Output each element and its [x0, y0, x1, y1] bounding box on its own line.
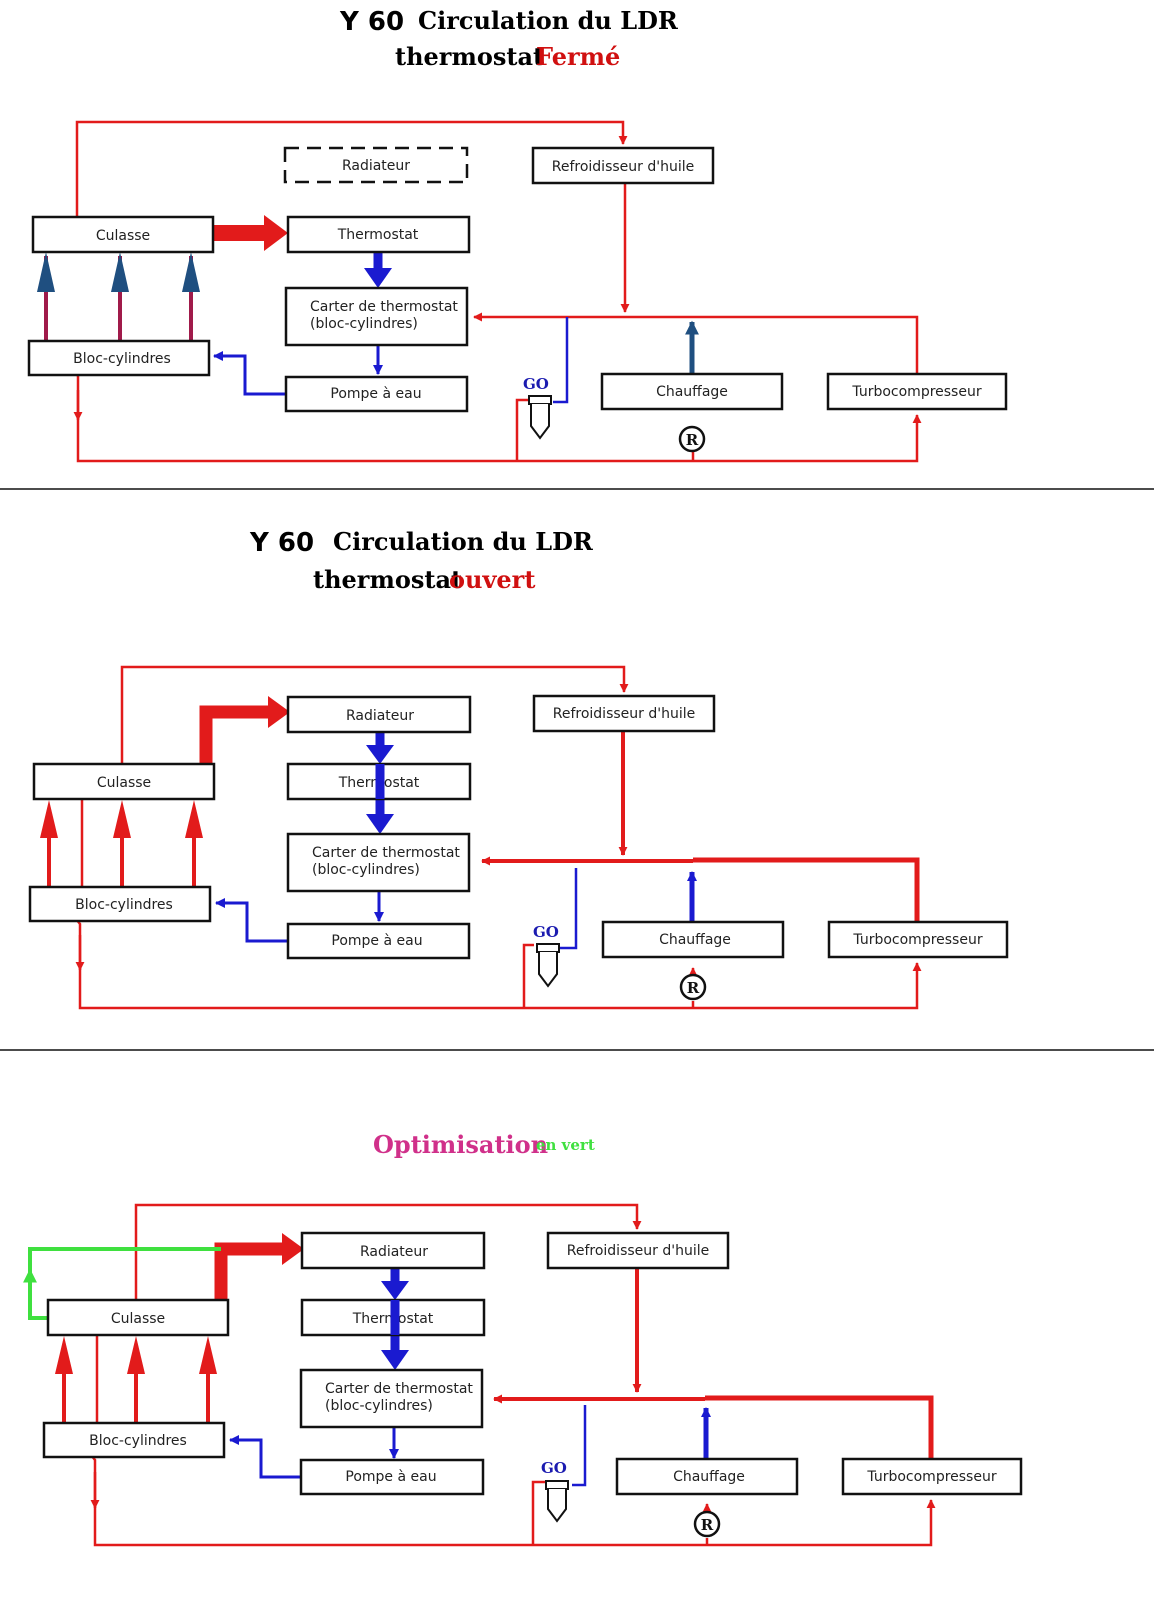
section3-culasse-label: Culasse — [111, 1311, 165, 1327]
section2-subtitle-state: ouvert — [449, 565, 535, 594]
section1-title-code: Y 60 — [339, 7, 404, 37]
section-optimisation: Optimisation en vert — [23, 1130, 1023, 1547]
section1-carter-box — [284, 286, 469, 347]
section3-go-label: GO — [541, 1459, 567, 1477]
section1-culasse-to-thermostat-arrow — [214, 215, 288, 251]
section3-bloc-label: Bloc-cylindres — [89, 1433, 187, 1449]
section1-chauffage-label: Chauffage — [656, 384, 728, 400]
section2-r-label: R — [687, 979, 700, 997]
section1-refroidisseur-box — [531, 146, 715, 185]
section1-thermostat-box — [286, 215, 471, 254]
section3-go-filter-icon: GO — [541, 1459, 569, 1523]
section3-chauffage-label: Chauffage — [673, 1469, 745, 1485]
section2-refroidisseur-box — [532, 694, 716, 733]
section1-culasse-label: Culasse — [96, 228, 150, 244]
section3-refroidisseur-label: Refroidisseur d'huile — [567, 1243, 709, 1259]
section3-bloc-box — [42, 1421, 226, 1459]
section3-culasse-box — [46, 1298, 230, 1337]
section2-r-valve-icon: R — [679, 973, 707, 1001]
section2-carter-label-1: Carter de thermostat — [312, 845, 460, 861]
section1-carter-label-2: (bloc-cylindres) — [310, 316, 418, 332]
section2-turbo-box — [827, 920, 1009, 959]
section3-carter-box — [299, 1368, 484, 1429]
section2-title-main: Circulation du LDR — [333, 527, 594, 556]
section1-pompe-box — [284, 375, 469, 413]
section1-turbo-box — [826, 372, 1008, 411]
section2-pompe-box — [286, 922, 471, 960]
section2-pipes — [40, 665, 922, 1010]
section2-title-code: Y 60 — [249, 528, 314, 558]
section3-carter-label-1: Carter de thermostat — [325, 1381, 473, 1397]
section1-chauffage-box — [600, 372, 784, 411]
section3-turbo-label: Turbocompresseur — [866, 1469, 996, 1485]
section1-refroidisseur-label: Refroidisseur d'huile — [552, 159, 694, 175]
section1-pipes — [37, 120, 922, 463]
section3-radiateur-label: Radiateur — [360, 1244, 428, 1260]
section2-bloc-box — [28, 885, 212, 923]
section2-turbo-label: Turbocompresseur — [852, 932, 982, 948]
section1-radiateur-box — [283, 146, 469, 184]
section1-subtitle-label: thermostat — [395, 42, 544, 71]
section-closed-thermostat: Y 60 Circulation du LDR thermostat Fermé — [27, 6, 1008, 463]
section2-radiateur-box — [286, 695, 472, 734]
section3-r-valve-icon: R — [693, 1510, 721, 1538]
section-open-thermostat: Y 60 Circulation du LDR thermostat ouver… — [28, 527, 1009, 1010]
section1-r-label: R — [686, 431, 699, 449]
section1-thermostat-label: Thermostat — [337, 227, 419, 243]
section3-pompe-label: Pompe à eau — [345, 1469, 436, 1485]
section1-go-label: GO — [523, 375, 549, 393]
section1-carter-label-1: Carter de thermostat — [310, 299, 458, 315]
section1-r-valve-icon: R — [678, 425, 706, 453]
section1-culasse-box — [31, 215, 215, 254]
section2-carter-label-2: (bloc-cylindres) — [312, 862, 420, 878]
section3-r-label: R — [701, 1516, 714, 1534]
section3-radiateur-box — [300, 1231, 486, 1270]
section3-pompe-box — [299, 1458, 485, 1496]
section1-title-main: Circulation du LDR — [418, 6, 679, 35]
section3-title-note: en vert — [536, 1136, 595, 1154]
section2-culasse-box — [32, 762, 216, 801]
section1-bloc-label: Bloc-cylindres — [73, 351, 171, 367]
section2-chauffage-box — [601, 920, 785, 959]
section2-bloc-label: Bloc-cylindres — [75, 897, 173, 913]
section1-bloc-box — [27, 339, 211, 377]
section2-go-label: GO — [533, 923, 559, 941]
section3-chauffage-box — [615, 1457, 799, 1496]
section2-pompe-label: Pompe à eau — [331, 933, 422, 949]
section2-culasse-label: Culasse — [97, 775, 151, 791]
section1-turbo-label: Turbocompresseur — [851, 384, 981, 400]
section2-subtitle-label: thermostat — [313, 565, 462, 594]
section3-turbo-box — [841, 1457, 1023, 1496]
section2-go-filter-icon: GO — [533, 923, 560, 988]
section2-carter-box — [286, 832, 471, 893]
section2-refroidisseur-label: Refroidisseur d'huile — [553, 706, 695, 722]
section3-refroidisseur-box — [546, 1231, 730, 1270]
section3-title-main: Optimisation — [373, 1130, 548, 1159]
section3-carter-label-2: (bloc-cylindres) — [325, 1398, 433, 1414]
section1-subtitle-state: Fermé — [536, 42, 620, 71]
section2-radiateur-label: Radiateur — [346, 708, 414, 724]
section2-chauffage-label: Chauffage — [659, 932, 731, 948]
section1-pompe-label: Pompe à eau — [330, 386, 421, 402]
section1-radiateur-label: Radiateur — [342, 158, 410, 174]
section1-go-filter-icon: GO — [523, 375, 552, 440]
